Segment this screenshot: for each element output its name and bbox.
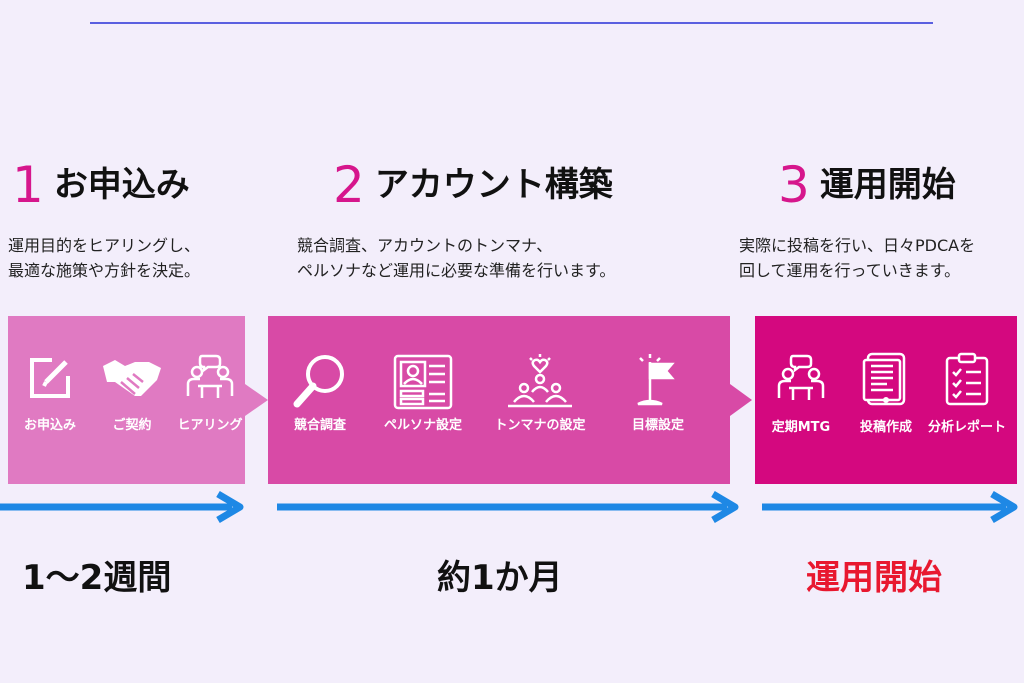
item-regular-meeting-label: 定期MTG — [771, 420, 831, 435]
tablet-icon — [862, 352, 906, 406]
item-goal-setting-label: 目標設定 — [631, 418, 684, 433]
step-3-desc-line-1: 実際に投稿を行い、日々PDCAを — [739, 236, 976, 255]
flag-icon — [637, 354, 675, 406]
item-analysis-report: 分析レポート — [917, 316, 1017, 435]
timeline-arrow-3 — [762, 490, 1018, 524]
step-2-description: 競合調査、アカウントのトンマナ、 ペルソナなど運用に必要な準備を行います。 — [297, 233, 615, 283]
meeting-icon — [186, 354, 234, 398]
item-apply: お申込み — [0, 316, 100, 433]
handshake-icon — [103, 360, 161, 396]
step-1-desc-line-2: 最適な施策や方針を決定。 — [8, 261, 201, 280]
item-goal-setting: 目標設定 — [608, 316, 708, 433]
step-1-number: 1 — [12, 156, 44, 214]
item-tone-manner: トンマナの設定 — [490, 316, 590, 433]
step-1-panel: お申込み ご契約 ヒアリング — [8, 316, 270, 484]
step-2-panel-shape — [268, 316, 752, 484]
item-tone-manner-label: トンマナの設定 — [494, 418, 586, 433]
item-regular-meeting: 定期MTG — [751, 316, 851, 435]
period-2: 約1か月 — [437, 558, 563, 598]
step-1-desc-line-1: 運用目的をヒアリングし、 — [8, 236, 201, 255]
id-card-icon — [393, 354, 453, 410]
item-hearing: ヒアリング — [160, 316, 260, 433]
step-3-number: 3 — [778, 156, 810, 214]
timeline-arrow-1 — [0, 490, 244, 524]
step-2-heading: 2 アカウント構築 — [333, 160, 613, 210]
timeline-arrow-2 — [277, 490, 739, 524]
item-analysis-report-label: 分析レポート — [927, 420, 1006, 435]
step-2-panel: 競合調査 ペルソナ設定 トンマナの設定 目標設定 — [268, 316, 758, 484]
step-1-title: お申込み — [53, 165, 190, 205]
period-1: 1〜2週間 — [22, 558, 172, 598]
magnifier-icon — [293, 355, 344, 408]
step-3-title: 運用開始 — [819, 165, 956, 205]
step-3-description: 実際に投稿を行い、日々PDCAを 回して運用を行っていきます。 — [739, 233, 975, 283]
step-3-desc-line-2: 回して運用を行っていきます。 — [739, 261, 961, 280]
step-1-description: 運用目的をヒアリングし、 最適な施策や方針を決定。 — [8, 233, 200, 283]
item-persona-label: ペルソナ設定 — [383, 418, 462, 433]
step-2-desc-line-1: 競合調査、アカウントのトンマナ、 — [297, 236, 553, 255]
item-contract: ご契約 — [82, 316, 182, 433]
step-3-panel: 定期MTG 投稿作成 分析レポート — [755, 316, 1017, 484]
item-competitor-research-label: 競合調査 — [293, 418, 346, 433]
step-1-heading: 1 お申込み — [12, 160, 190, 210]
team-heart-icon — [508, 354, 572, 408]
form-edit-icon — [30, 358, 70, 398]
item-persona: ペルソナ設定 — [373, 316, 473, 433]
step-3-heading: 3 運用開始 — [778, 160, 956, 210]
top-divider — [90, 22, 933, 24]
step-2-number: 2 — [333, 156, 365, 214]
item-post-creation: 投稿作成 — [836, 316, 936, 435]
item-contract-label: ご契約 — [112, 418, 152, 433]
meeting-icon — [777, 354, 825, 400]
item-hearing-label: ヒアリング — [177, 418, 243, 433]
item-post-creation-label: 投稿作成 — [859, 420, 912, 435]
step-1-panel-shape — [8, 316, 268, 484]
step-2-desc-line-2: ペルソナなど運用に必要な準備を行います。 — [297, 261, 616, 280]
checklist-icon — [945, 352, 989, 406]
item-apply-label: お申込み — [23, 418, 76, 433]
item-competitor-research: 競合調査 — [270, 316, 370, 433]
period-3: 運用開始 — [806, 558, 942, 598]
step-2-title: アカウント構築 — [374, 165, 613, 205]
